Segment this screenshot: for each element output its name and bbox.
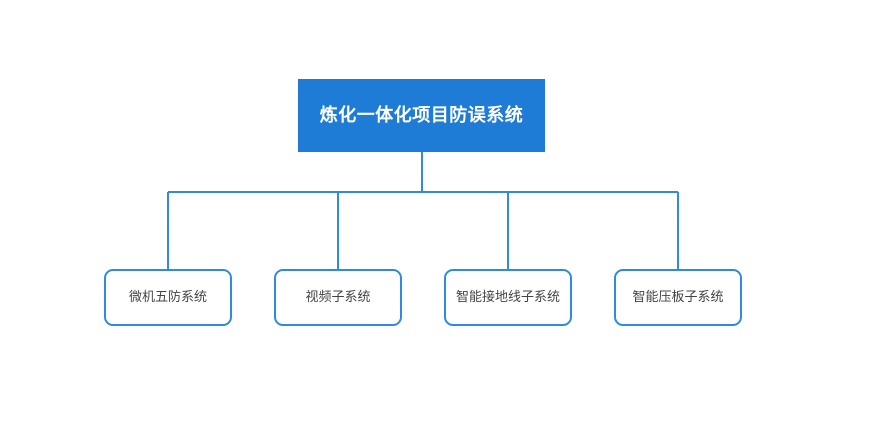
node-child-label: 智能接地线子系统	[455, 289, 560, 305]
node-child-zhineng-yaban[interactable]: 智能压板子系统	[614, 269, 742, 326]
node-child-zhineng-jiedixian[interactable]: 智能接地线子系统	[444, 269, 572, 326]
node-child-label: 视频子系统	[305, 289, 371, 305]
node-root-label: 炼化一体化项目防误系统	[319, 104, 524, 126]
node-child-weiji-wufang[interactable]: 微机五防系统	[104, 269, 232, 326]
node-child-label: 智能压板子系统	[632, 289, 724, 305]
node-root[interactable]: 炼化一体化项目防误系统	[298, 79, 545, 152]
node-child-shipin[interactable]: 视频子系统	[274, 269, 402, 326]
node-child-label: 微机五防系统	[128, 289, 207, 305]
